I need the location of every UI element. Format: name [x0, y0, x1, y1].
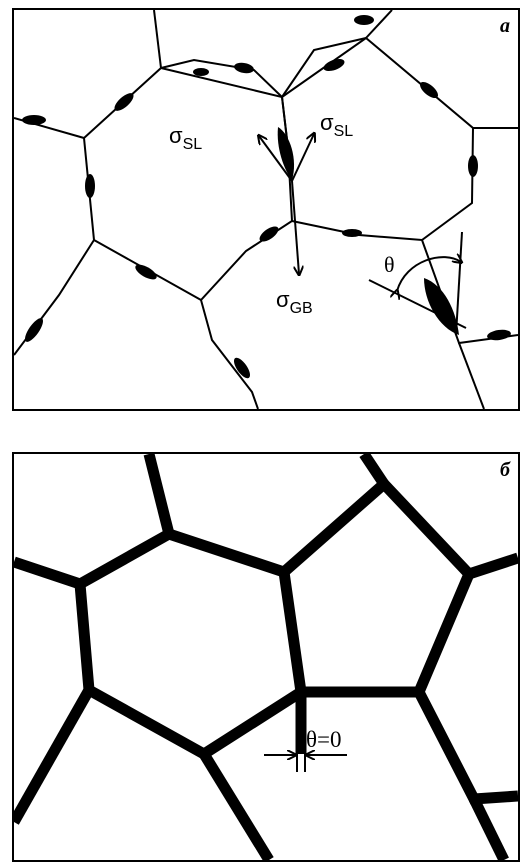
sigma-gb-label: σGB [276, 287, 313, 317]
sigma-sl-left-label: σSL [169, 123, 202, 153]
panel-a-force-vectors [259, 134, 314, 274]
panel-b-grain-network: θ=0 [14, 454, 518, 860]
theta-label: θ [384, 252, 395, 277]
panel-a-diagram: σSL σSL σGB θ a [12, 8, 520, 411]
panel-a-grain-network: σSL σSL σGB θ [14, 10, 518, 409]
panel-a-liquid-pockets [22, 15, 511, 379]
panel-b-grain-boundaries [14, 454, 518, 860]
panel-b-angle-construction [264, 700, 347, 772]
panel-a-grain-boundaries [14, 10, 518, 409]
theta-zero-label: θ=0 [306, 727, 342, 752]
panel-a-label: a [500, 15, 510, 37]
panel-b-diagram: θ=0 б [12, 452, 520, 862]
panel-a-angle-construction [368, 231, 467, 336]
sigma-sl-right-label: σSL [320, 110, 353, 140]
panel-b-label: б [500, 459, 510, 481]
